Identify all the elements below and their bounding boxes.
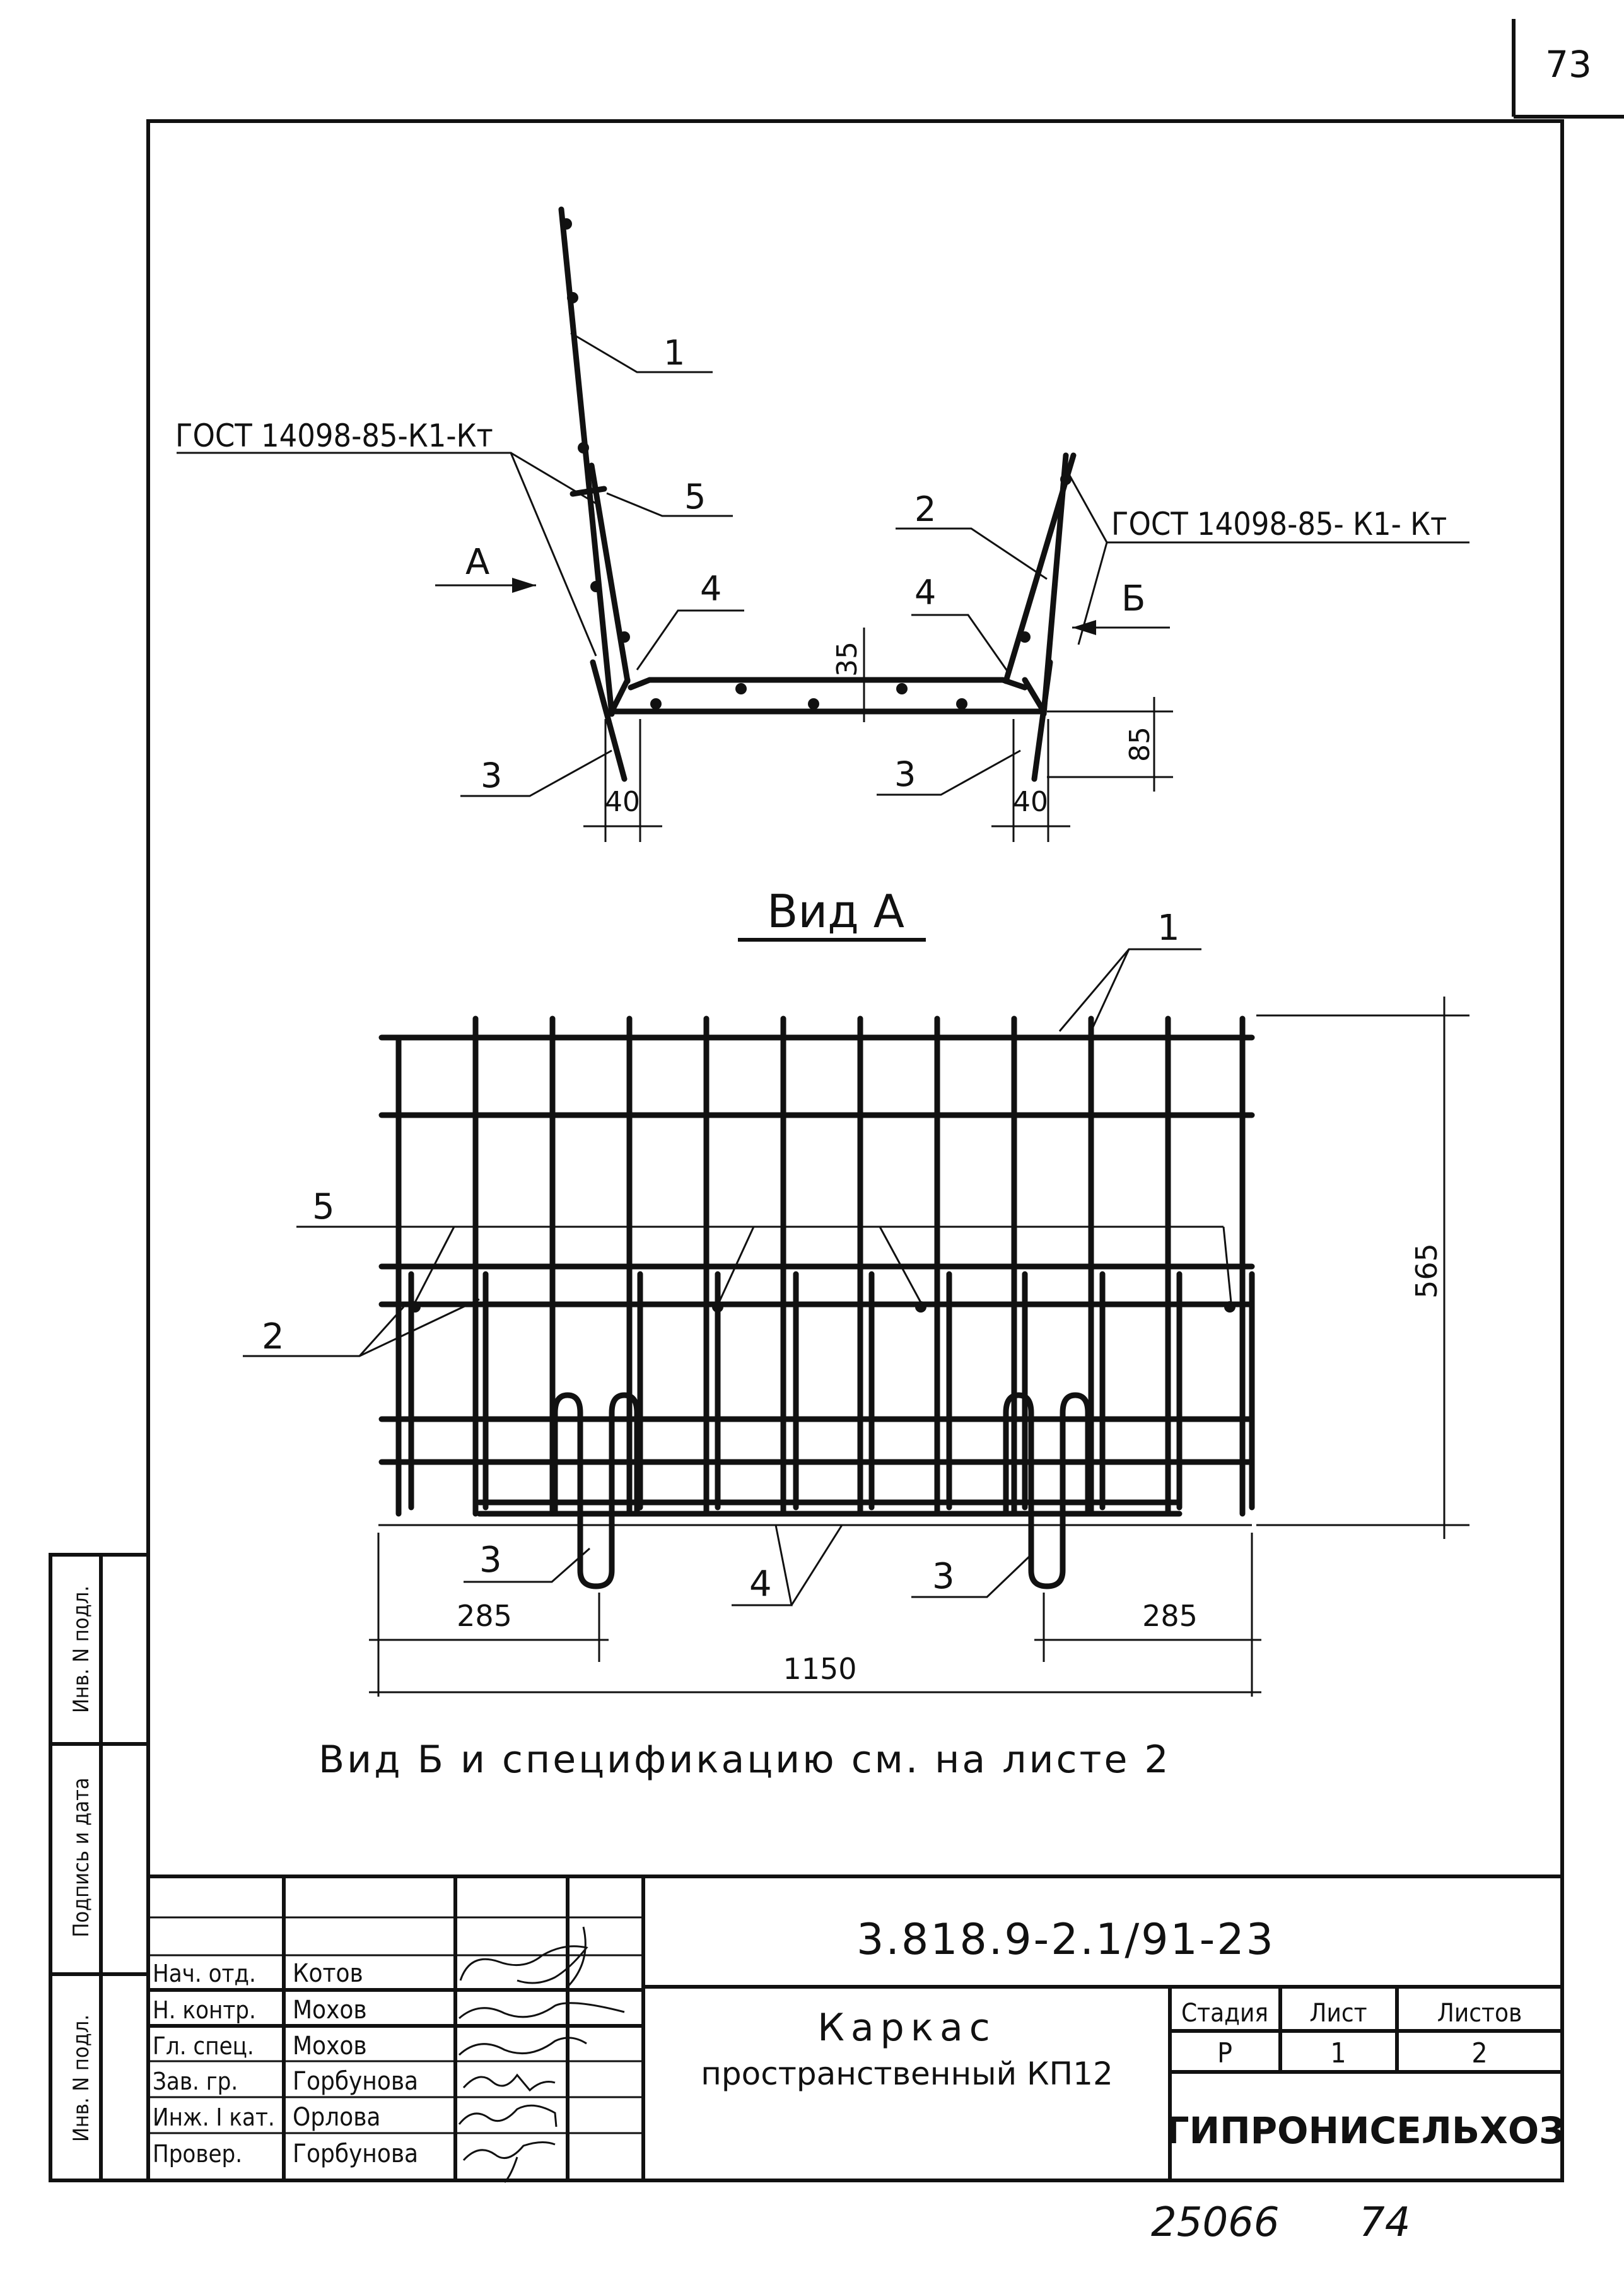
section-gost-right: ГОСТ 14098-85- К1- Кт [1111,506,1447,542]
side-stamp-signature-date: Подпись и дата [69,1777,94,1937]
staff-role-5: Провер. [153,2140,242,2168]
bar-3-right [1031,659,1053,782]
view-a-callout-4: 4 [749,1564,772,1605]
drawing-title-line1: Каркас [817,2006,996,2050]
footer-inventory-number: 25066 [1151,2199,1280,2246]
view-a-bar-2-verticals [408,1271,1255,1511]
bar-4-left-link [609,677,631,715]
view-a-tie-dots [409,1301,1236,1313]
section-dim-85: 85 [1124,727,1156,762]
staff-role-1: Н. контр. [153,1996,256,2024]
sheet-note: Вид Б и спецификацию см. на листе 2 [318,1738,1171,1782]
section-gost-left: ГОСТ 14098-85-К1-Кт [175,418,493,454]
view-a-callout-3-right: 3 [932,1556,955,1597]
staff-role-2: Гл. спец. [153,2032,254,2060]
section-callout-4-right: 4 [914,573,936,612]
value-stage: Р [1217,2037,1232,2069]
view-arrow-b-label: Б [1121,578,1145,619]
staff-name-2: Мохов [293,2032,367,2061]
bar-3-left [590,659,628,782]
value-sheet: 1 [1330,2037,1346,2069]
section-callout-5: 5 [684,477,706,517]
bar-4-inner-chord [628,677,1028,691]
section-callout-4-left: 4 [700,569,721,609]
staff-role-4: Инж. I кат. [153,2103,275,2131]
section-dim-40-left: 40 [605,786,640,818]
staff-role-3: Зав. гр. [153,2068,238,2095]
section-dim-35: 35 [831,641,863,677]
staff-name-3: Горбунова [293,2067,418,2096]
section-callout-2: 2 [914,489,936,529]
page-number: 73 [1545,43,1592,86]
staff-name-1: Мохов [293,1996,367,2025]
header-sheet: Лист [1309,1999,1367,2028]
view-a: Вид А [243,885,1469,1697]
view-a-dim-285-right: 285 [1142,1599,1198,1633]
section-callout-3-right: 3 [894,754,916,794]
view-a-callout-3-left: 3 [479,1540,502,1581]
bar-1-left-wall [558,206,615,717]
bar-4-right-link [1022,677,1047,715]
view-a-dim-285-left: 285 [457,1599,512,1633]
view-a-u-bars [552,1392,1091,1589]
side-stamp: Инв. N подл. Подпись и дата Инв. N подл. [49,1553,150,2182]
longitudinal-bar-dots [561,218,1072,710]
view-arrow-a-label: А [465,542,489,583]
title-block: Нач. отд. Котов Н. контр. Мохов Гл. спец… [148,1875,1565,2184]
document-code: 3.818.9-2.1/91-23 [856,1915,1275,1965]
header-stage: Стадия [1181,1999,1268,2028]
side-stamp-inv-podl: Инв. N подл. [69,1586,94,1713]
view-a-callout-5: 5 [312,1186,335,1227]
view-a-callout-1: 1 [1157,908,1180,949]
page-number-box: 73 [1512,19,1624,119]
staff-name-5: Горбунова [293,2139,418,2168]
view-a-dim-565: 565 [1410,1243,1444,1299]
side-stamp-inv-podl-2: Инв. N подл. [69,2015,94,2142]
value-sheets: 2 [1471,2037,1487,2069]
cross-section-view: 1 ГОСТ 14098-85-К1-Кт 5 2 ГОСТ 14098-85-… [175,206,1469,842]
handwritten-signatures [458,1926,625,2184]
section-callout-1: 1 [663,333,685,373]
section-callout-3-left: 3 [481,756,502,795]
header-sheets: Листов [1437,1999,1522,2028]
bar-2-right-inner [1003,452,1077,684]
view-a-callout-2: 2 [262,1316,284,1357]
staff-name-0: Котов [293,1959,363,1988]
footer-number: 74 [1359,2199,1410,2246]
drawing-frame [146,119,1564,2182]
view-a-title: Вид А [767,885,904,938]
view-a-dim-1150: 1150 [783,1652,856,1686]
organization-name: ГИПРОНИСЕЛЬХОЗ [1166,2109,1565,2152]
staff-role-0: Нач. отд. [153,1960,256,1987]
drawing-title-line2: пространственный КП12 [701,2056,1113,2092]
staff-name-4: Орлова [293,2103,380,2132]
section-dim-40-right: 40 [1013,786,1048,818]
bar-2-left-inner [588,462,631,684]
view-a-horizontal-bars [378,1034,1255,1517]
